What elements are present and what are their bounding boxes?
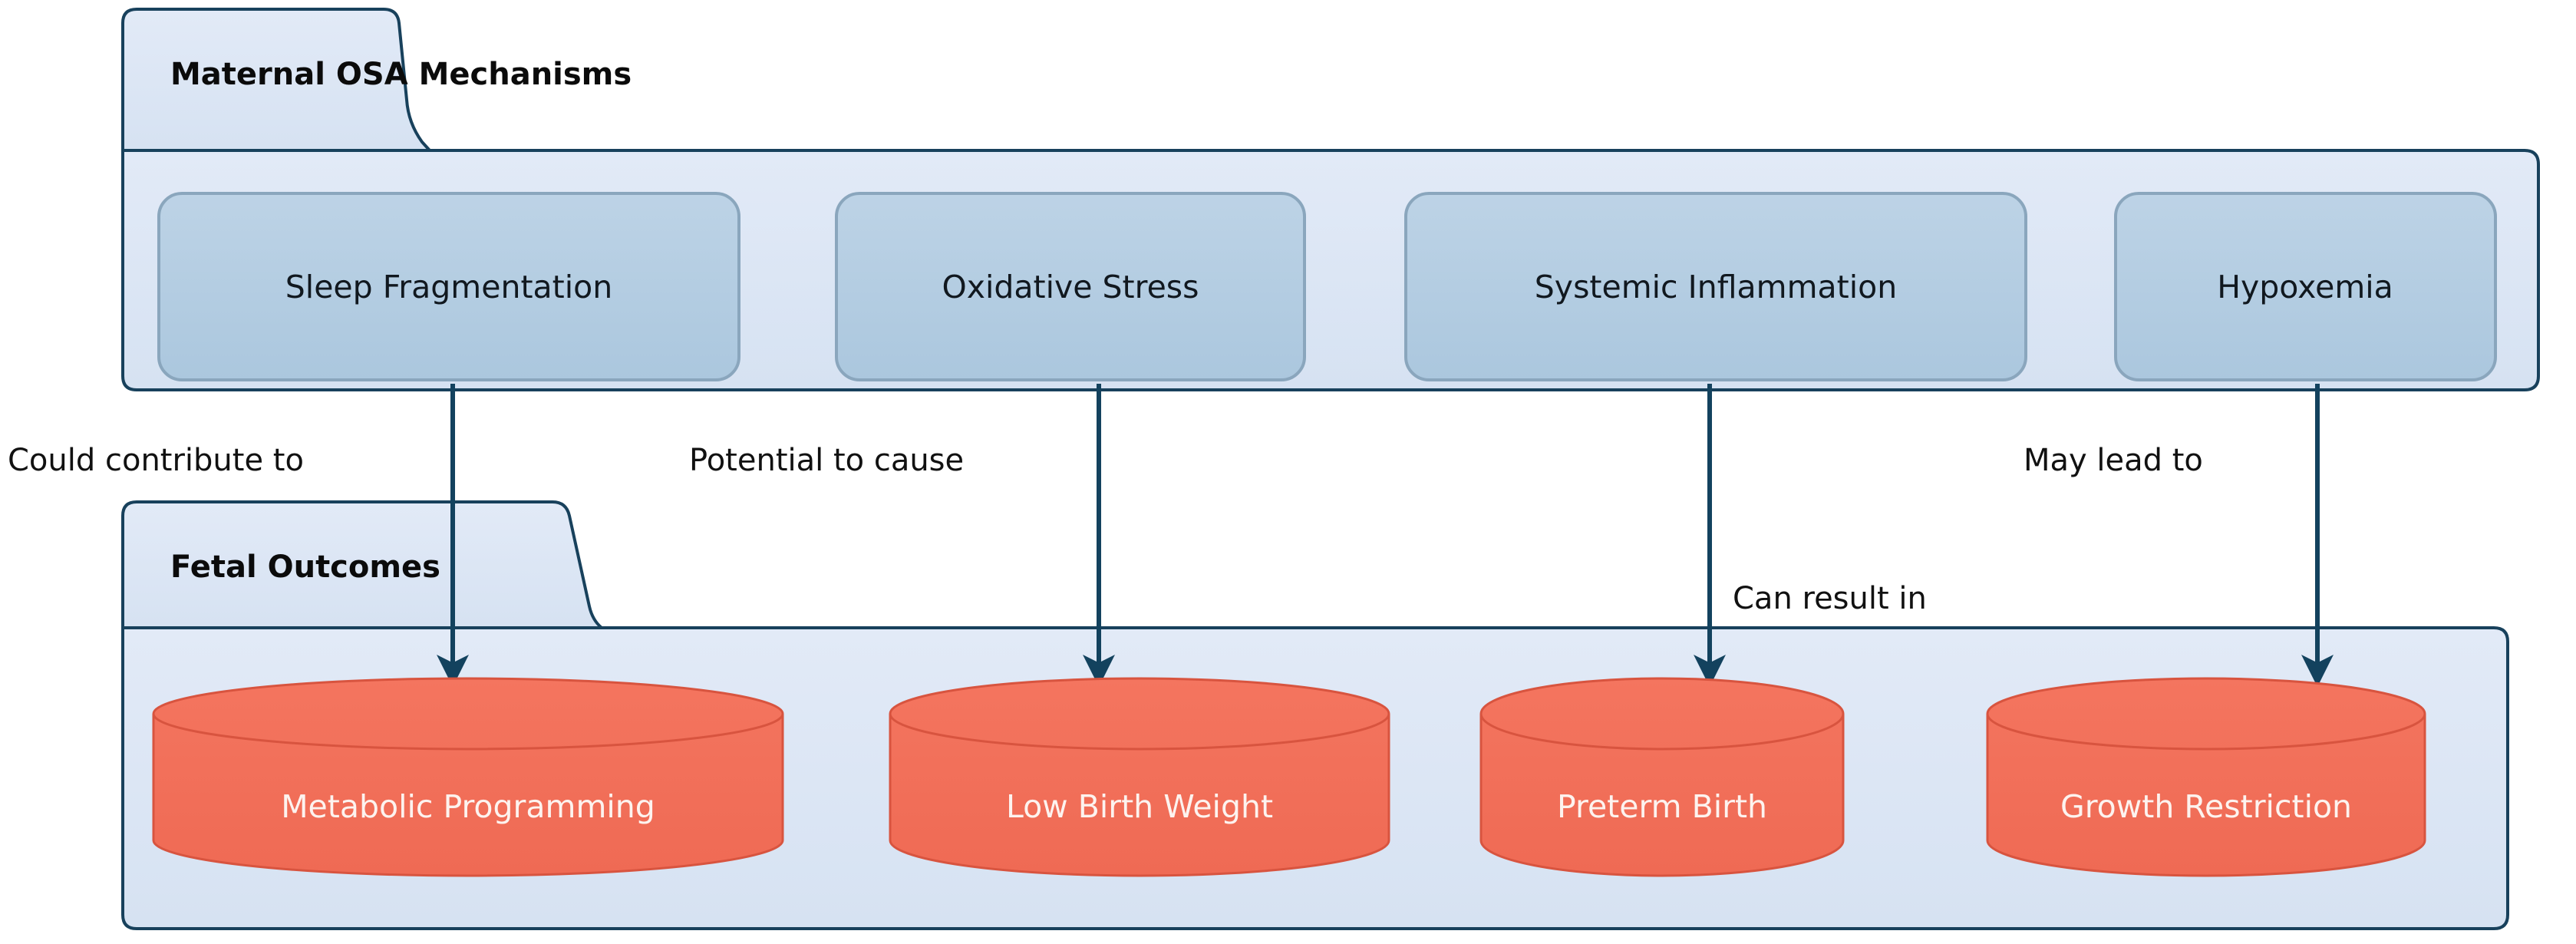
node-metabolic-programming-body[interactable] (152, 677, 784, 877)
node-preterm-birth-label: Preterm Birth (1557, 788, 1767, 825)
cluster-maternal-title: Maternal OSA Mechanisms (170, 57, 632, 92)
edge-label-may-lead-to: May lead to (2024, 443, 2203, 478)
edge-labels: Could contribute to Potential to cause C… (8, 443, 2203, 616)
edge-label-can-result-in: Can result in (1733, 581, 1927, 616)
edge-label-could-contribute-to: Could contribute to (8, 443, 304, 478)
node-hypoxemia-shape[interactable] (2114, 192, 2497, 381)
mechanism-nodes: Sleep Fragmentation Oxidative Stress Sys… (157, 192, 2497, 381)
node-hypoxemia[interactable]: Hypoxemia (2114, 192, 2497, 381)
node-growth-restriction[interactable]: Growth Restriction (1986, 677, 2426, 877)
node-systemic-inflammation-shape[interactable] (1404, 192, 2027, 381)
node-growth-restriction-body[interactable] (1986, 677, 2426, 877)
node-low-birth-weight[interactable]: Low Birth Weight (889, 677, 1390, 877)
node-oxidative-stress-label: Oxidative Stress (942, 269, 1199, 305)
cluster-fetal-tab (121, 500, 606, 629)
node-oxidative-stress[interactable]: Oxidative Stress (835, 192, 1306, 381)
edges-layer (437, 384, 2334, 687)
node-systemic-inflammation[interactable]: Systemic Inflammation (1404, 192, 2027, 381)
node-oxidative-stress-shape[interactable] (835, 192, 1306, 381)
node-sleep-fragmentation[interactable]: Sleep Fragmentation (157, 192, 740, 381)
node-growth-restriction-label: Growth Restriction (2060, 788, 2352, 825)
node-systemic-inflammation-label: Systemic Inflammation (1535, 269, 1897, 305)
cluster-fetal-title: Fetal Outcomes (170, 550, 440, 585)
outcome-nodes: Metabolic Programming Low Birth Weight P… (152, 677, 2426, 877)
node-metabolic-programming-label: Metabolic Programming (281, 788, 655, 825)
node-low-birth-weight-top-ellipse (889, 713, 1390, 751)
node-preterm-birth-body[interactable] (1479, 677, 1845, 877)
node-growth-restriction-top-ellipse (1986, 713, 2426, 751)
node-metabolic-programming[interactable]: Metabolic Programming (152, 677, 784, 877)
cluster-maternal-tab (121, 8, 434, 152)
node-preterm-birth[interactable]: Preterm Birth (1479, 677, 1845, 877)
node-hypoxemia-label: Hypoxemia (2217, 269, 2393, 305)
node-sleep-fragmentation-shape[interactable] (157, 192, 740, 381)
node-metabolic-programming-top-ellipse (152, 713, 784, 751)
node-preterm-birth-top-ellipse (1479, 713, 1845, 751)
node-low-birth-weight-body[interactable] (889, 677, 1390, 877)
node-low-birth-weight-label: Low Birth Weight (1006, 788, 1273, 825)
node-sleep-fragmentation-label: Sleep Fragmentation (285, 269, 612, 305)
edge-label-potential-to-cause: Potential to cause (689, 443, 964, 478)
